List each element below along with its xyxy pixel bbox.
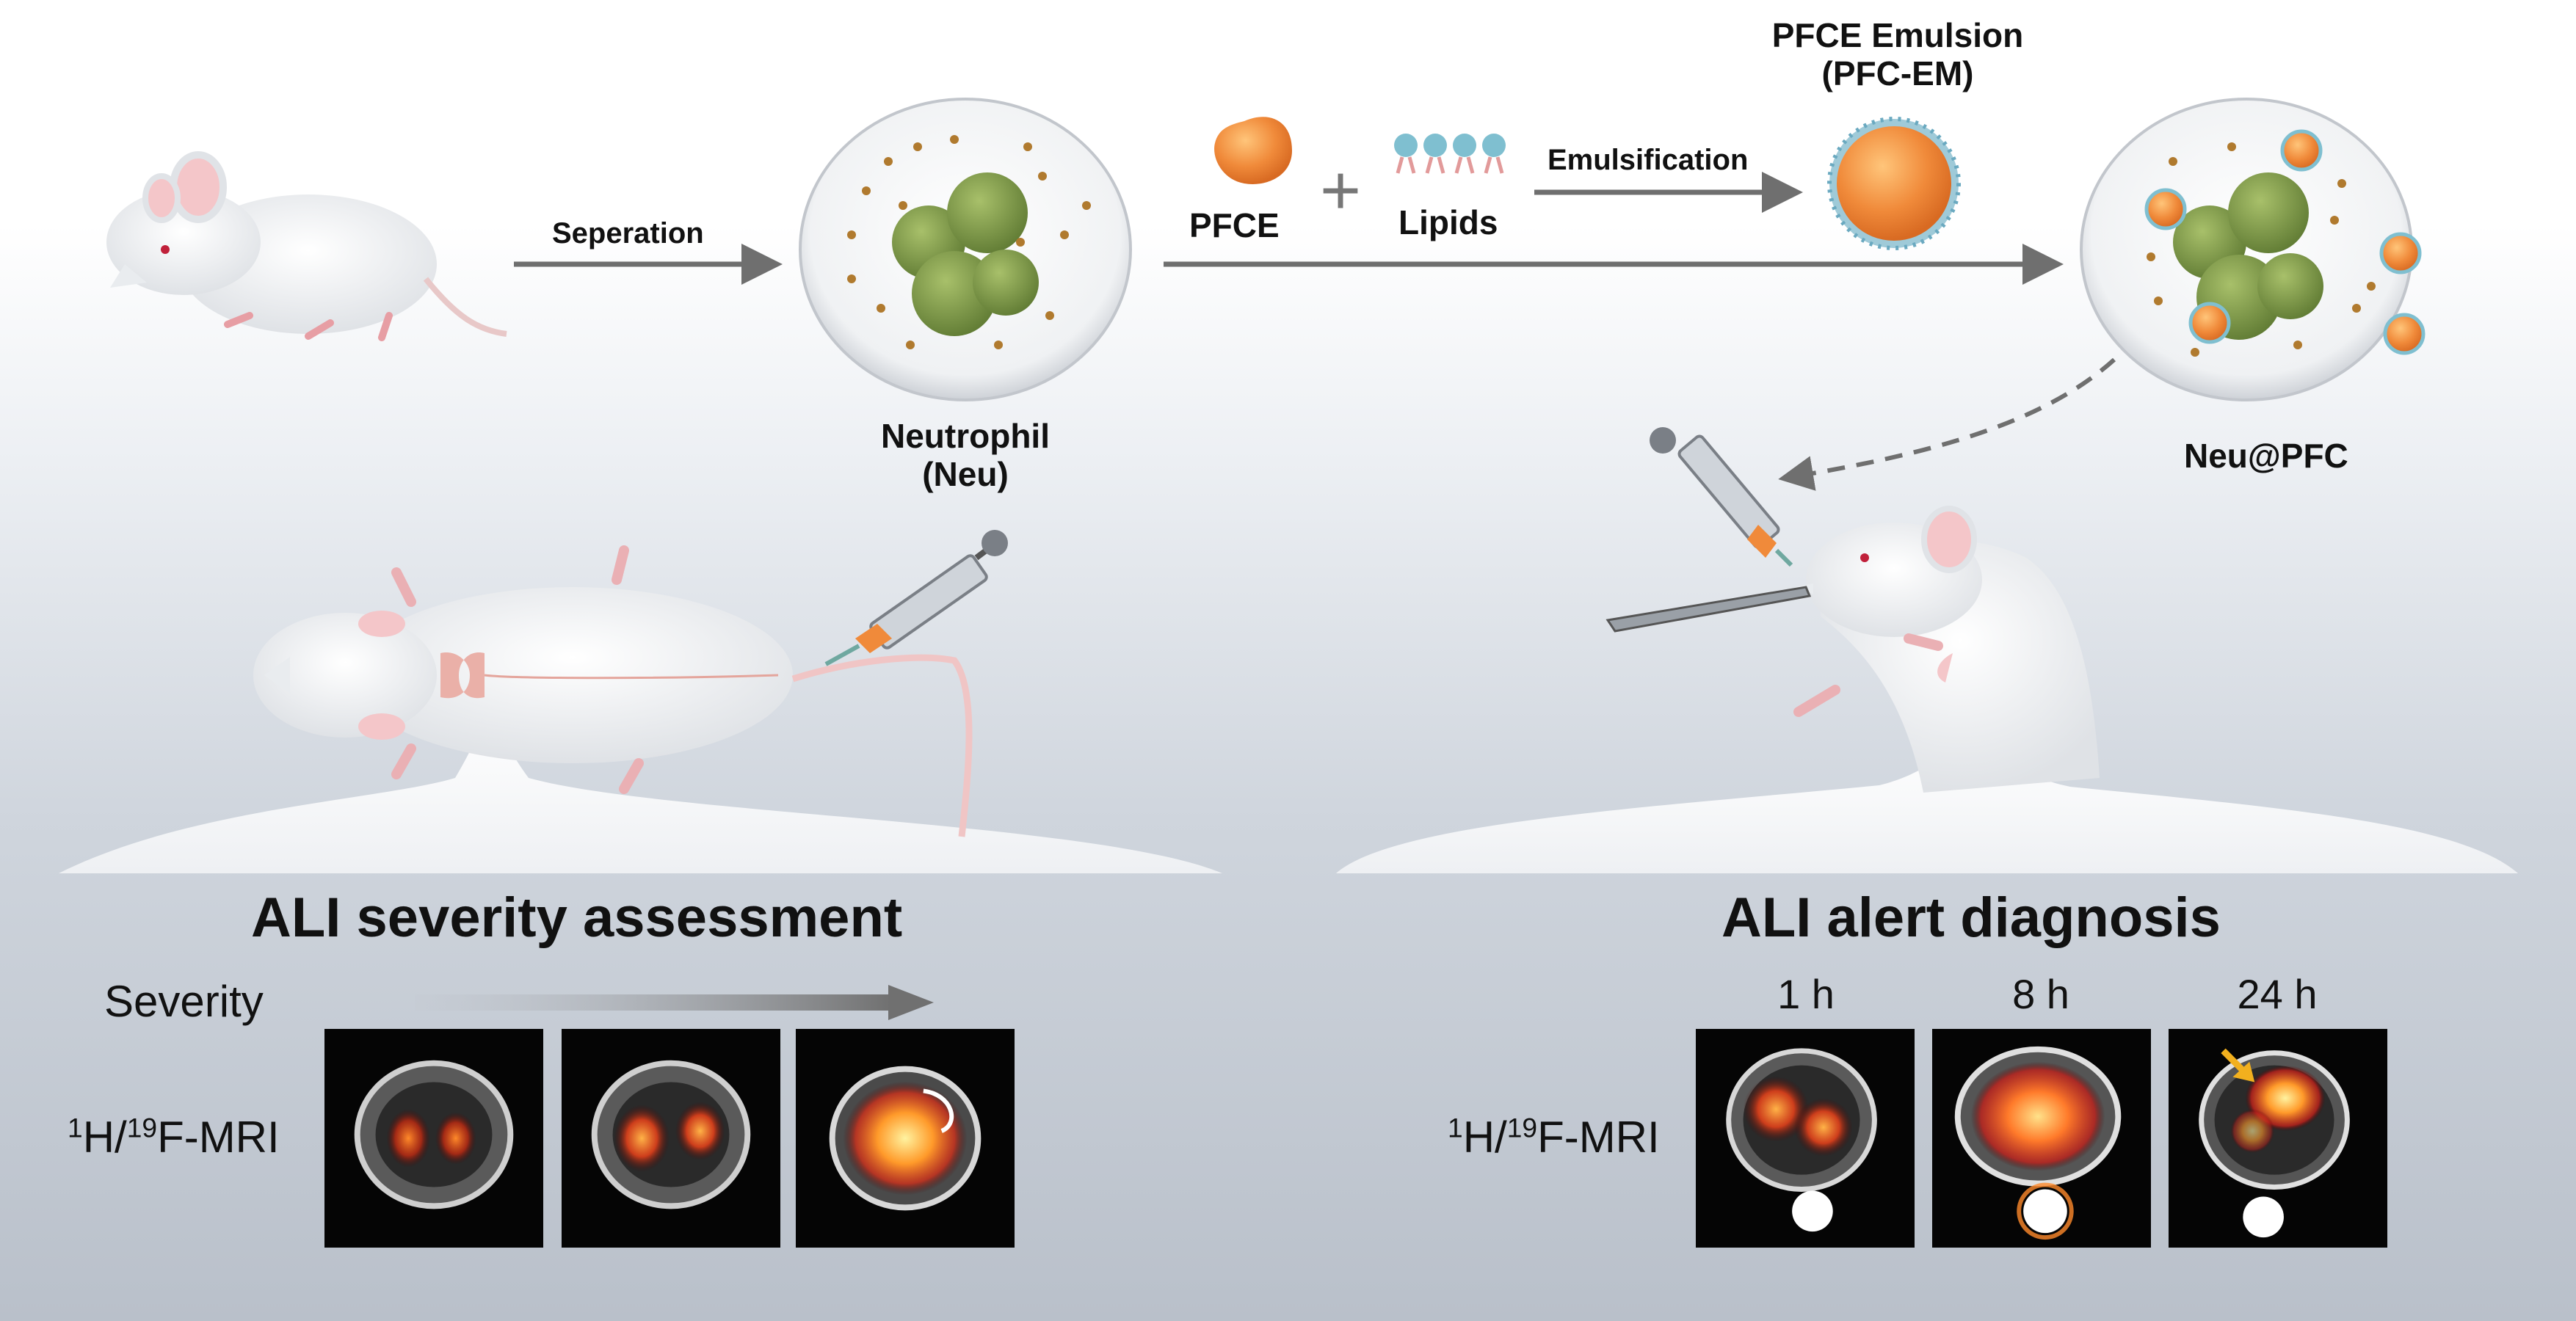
mri-base-1: H/	[1462, 1113, 1507, 1162]
timepoint-label: 24 h	[2237, 971, 2318, 1017]
pfce-emulsion-icon	[1827, 117, 1961, 250]
lipids-icon	[1394, 134, 1506, 174]
mri-base-2: F-MRI	[1537, 1113, 1660, 1162]
emulsion-label-line1: PFCE Emulsion	[1771, 16, 2024, 54]
mri-panel-1h	[1696, 1029, 1915, 1248]
emulsion-label-line2: (PFC-EM)	[1821, 54, 1974, 92]
right-section-title: ALI alert diagnosis	[1721, 887, 2221, 949]
lipids-label: Lipids	[1398, 203, 1498, 241]
neutrophil-cell	[799, 98, 1132, 401]
emulsification-label: Emulsification	[1548, 144, 1749, 176]
mri-panel-24h	[2169, 1029, 2387, 1248]
severity-arrow	[415, 985, 934, 1020]
severity-label: Severity	[104, 977, 264, 1026]
mri-panel-8h	[1932, 1029, 2151, 1248]
mri-base-2: F-MRI	[157, 1113, 280, 1162]
mri-panel-severity-low	[324, 1029, 543, 1248]
pfce-droplet	[1214, 117, 1292, 184]
mri-sup-1: 1	[1448, 1112, 1463, 1143]
mouse-icon	[106, 151, 507, 341]
mri-base-1: H/	[82, 1113, 127, 1162]
mri-sup-2: 19	[126, 1112, 158, 1143]
separation-label: Seperation	[552, 217, 704, 250]
emulsion-label: PFCE Emulsion (PFC-EM)	[1714, 16, 2081, 92]
timepoint-label: 1 h	[1777, 971, 1835, 1017]
injection-dashed-arrow	[1778, 357, 2116, 491]
neutrophil-label-line2: (Neu)	[922, 455, 1009, 493]
neutrophil-label-line1: Neutrophil	[881, 417, 1050, 455]
right-hill	[1336, 741, 2518, 873]
mouse-icon	[253, 545, 973, 837]
neutrophil-label: Neutrophil (Neu)	[855, 417, 1075, 493]
plus-sign: +	[1320, 151, 1362, 230]
left-mri-label: 1H/19F-MRI	[68, 1112, 280, 1162]
pfce-label: PFCE	[1189, 206, 1280, 244]
left-hill	[59, 716, 1222, 873]
syringe-icon	[824, 530, 1008, 666]
lungs-icon	[440, 652, 485, 699]
highlight-arrow-icon	[2221, 1048, 2255, 1082]
mri-sup-2: 19	[1506, 1112, 1538, 1143]
right-mri-label: 1H/19F-MRI	[1448, 1112, 1660, 1162]
neu-pfc-cell	[2080, 98, 2426, 401]
mri-panel-severity-high	[796, 1029, 1015, 1248]
left-section-title: ALI severity assessment	[251, 887, 903, 949]
forceps-icon	[1606, 586, 1812, 633]
neu-pfc-label: Neu@PFC	[2184, 437, 2348, 475]
timepoint-label: 8 h	[2012, 971, 2069, 1017]
syringe-icon	[1650, 427, 1793, 567]
mri-sup-1: 1	[68, 1112, 83, 1143]
mri-panel-severity-medium	[562, 1029, 780, 1248]
mouse-icon	[1793, 506, 2100, 793]
